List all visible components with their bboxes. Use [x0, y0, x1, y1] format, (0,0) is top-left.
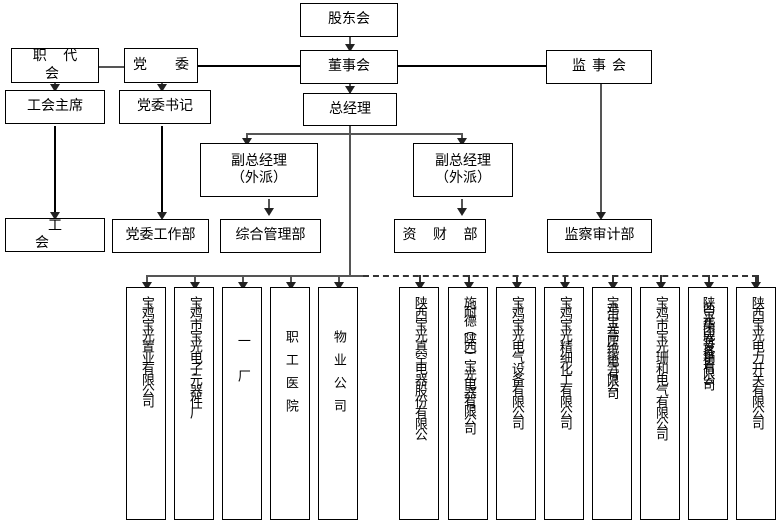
subsidiary-affiliated-3-label: 宝鸡宝光电气设备有限公司	[508, 296, 524, 428]
connector-subsidiary-bus-dashed	[363, 275, 758, 277]
connector-secretary-to-party-dept	[161, 126, 163, 218]
subsidiary-affiliated-6-label: 宝鸡市宝光珊和电气有限公司	[652, 296, 668, 439]
arrowhead-sub-3	[238, 282, 248, 290]
connector-chairman-to-union	[54, 126, 56, 218]
box-department-party-work[interactable]: 党委工作部	[112, 219, 209, 253]
connector-drop-aff-3	[516, 275, 518, 285]
arrowhead-aff-8	[751, 282, 761, 290]
box-union[interactable]: 工 会	[5, 218, 105, 252]
box-party-committee[interactable]: 党 委	[124, 48, 198, 83]
connector-shareholders-to-board	[349, 36, 351, 50]
arrowhead-deputy-left	[242, 138, 252, 146]
subsidiary-affiliated-4-label: 宝鸡宝光精细化工有限公司	[556, 296, 572, 428]
connector-drop-aff-6	[660, 275, 662, 285]
arrowhead-aff-6	[656, 282, 666, 290]
connector-gm-trunk	[349, 125, 351, 277]
arrowhead-sub-1	[142, 282, 152, 290]
box-subsidiary-affiliated-3[interactable]: 宝鸡宝光电气设备有限公司	[496, 287, 536, 520]
arrowhead-union-chairman	[50, 84, 60, 92]
connector-subsidiary-bus-solid	[146, 275, 364, 277]
arrowhead-finance-dept	[457, 208, 467, 216]
subsidiary-affiliated-2-label: 施耐德（陕西）宝光电器有限公司	[460, 296, 476, 431]
box-subsidiary-affiliated-2[interactable]: 施耐德（陕西）宝光电器有限公司	[448, 287, 488, 520]
box-subsidiary-affiliated-1[interactable]: 陕西宝光真空电器股份有限公	[399, 287, 439, 520]
box-union-chairman[interactable]: 工会主席	[5, 90, 105, 124]
connector-drop-sub-1	[146, 275, 148, 286]
box-subsidiary-direct-1[interactable]: 宝鸡宝光置业有限公司	[126, 287, 166, 520]
connector-gm-branch-bar	[246, 133, 463, 135]
arrowhead-audit-dept	[596, 212, 606, 220]
box-subsidiary-affiliated-5[interactable]: 宝鸡市宝光高压绝缘电气有限公司	[592, 287, 632, 520]
arrowhead-general-mgmt-dept	[264, 208, 274, 216]
subsidiary-affiliated-8-label: 陕西宝光电力开关有限公司	[748, 296, 764, 428]
connector-drop-sub-5	[338, 275, 340, 286]
arrowhead-gm	[345, 86, 355, 94]
subsidiary-direct-4-label: 职工医院	[282, 330, 298, 422]
connector-drop-aff-7	[708, 275, 710, 285]
box-workers-congress[interactable]: 职 代 会	[11, 48, 99, 83]
deputy-manager-1-text: 副总经理（外派）	[231, 152, 287, 187]
box-subsidiary-affiliated-4[interactable]: 宝鸡宝光精细化工有限公司	[544, 287, 584, 520]
arrowhead-sub-4	[286, 282, 296, 290]
subsidiary-direct-2-label: 宝鸡市宝光电子元器件厂	[186, 296, 202, 417]
arrowhead-party-secretary	[157, 84, 167, 92]
arrowhead-union	[50, 212, 60, 220]
arrowhead-sub-5	[334, 282, 344, 290]
connector-drop-aff-2	[468, 275, 470, 285]
connector-board-to-party	[196, 65, 302, 67]
box-department-finance[interactable]: 资 财 部	[394, 219, 486, 253]
connector-board-to-supervisors	[398, 65, 546, 67]
box-general-manager[interactable]: 总经理	[303, 93, 397, 126]
arrowhead-party-work-dept	[157, 212, 167, 220]
connector-dashed-bus-end	[757, 275, 759, 285]
subsidiary-direct-3-label: 一厂	[234, 334, 250, 404]
box-board-of-directors[interactable]: 董事会	[300, 50, 398, 84]
box-subsidiary-direct-2[interactable]: 宝鸡市宝光电子元器件厂	[174, 287, 214, 520]
connector-drop-sub-4	[290, 275, 292, 286]
deputy-manager-2-text: 副总经理（外派）	[435, 152, 491, 187]
connector-supervisors-to-audit	[600, 84, 602, 214]
connector-drop-aff-4	[564, 275, 566, 285]
connector-drop-sub-2	[194, 275, 196, 286]
arrowhead-board	[345, 44, 355, 52]
arrowhead-aff-1	[415, 282, 425, 290]
arrowhead-aff-3	[512, 282, 522, 290]
box-board-of-supervisors[interactable]: 监事会	[546, 50, 652, 84]
box-subsidiary-direct-5[interactable]: 物业公司	[318, 287, 358, 520]
connector-gm-to-subsidiary-bus	[349, 262, 351, 276]
box-subsidiary-affiliated-6[interactable]: 宝鸡市宝光珊和电气有限公司	[640, 287, 680, 520]
box-deputy-general-manager-1[interactable]: 副总经理（外派）	[200, 143, 318, 197]
box-subsidiary-affiliated-7[interactable]: 陕西宝光集团成套设备销售有限公司	[688, 287, 728, 520]
box-deputy-general-manager-2[interactable]: 副总经理（外派）	[413, 143, 513, 197]
box-subsidiary-direct-3[interactable]: 一厂	[222, 287, 262, 520]
box-shareholders-meeting[interactable]: 股东会	[300, 3, 398, 37]
connector-drop-sub-3	[242, 275, 244, 286]
arrowhead-aff-7	[704, 282, 714, 290]
subsidiary-affiliated-5-label: 宝鸡市宝光高压绝缘电气有限公司	[604, 296, 620, 394]
subsidiary-direct-5-label: 物业公司	[330, 330, 346, 422]
connector-drop-aff-8	[755, 275, 757, 285]
box-party-secretary[interactable]: 党委书记	[119, 90, 211, 124]
connector-drop-aff-5	[612, 275, 614, 285]
connector-deputy-right-down	[461, 199, 463, 208]
box-department-audit-supervision[interactable]: 监察审计部	[547, 219, 652, 253]
arrowhead-aff-5	[608, 282, 618, 290]
arrowhead-aff-4	[560, 282, 570, 290]
subsidiary-affiliated-7-label: 陕西宝光集团成套设备销售有限公司	[700, 296, 716, 384]
connector-drop-aff-1	[419, 275, 421, 285]
subsidiary-affiliated-1-label: 陕西宝光真空电器股份有限公	[411, 296, 427, 439]
box-subsidiary-direct-4[interactable]: 职工医院	[270, 287, 310, 520]
subsidiary-direct-1-label: 宝鸡宝光置业有限公司	[138, 296, 154, 406]
arrowhead-deputy-right	[457, 138, 467, 146]
box-subsidiary-affiliated-8[interactable]: 陕西宝光电力开关有限公司	[736, 287, 776, 520]
connector-congress-to-party	[98, 66, 126, 68]
connector-deputy-left-down	[268, 199, 270, 208]
arrowhead-aff-2	[464, 282, 474, 290]
arrowhead-sub-2	[190, 282, 200, 290]
box-department-general-management[interactable]: 综合管理部	[220, 219, 321, 253]
